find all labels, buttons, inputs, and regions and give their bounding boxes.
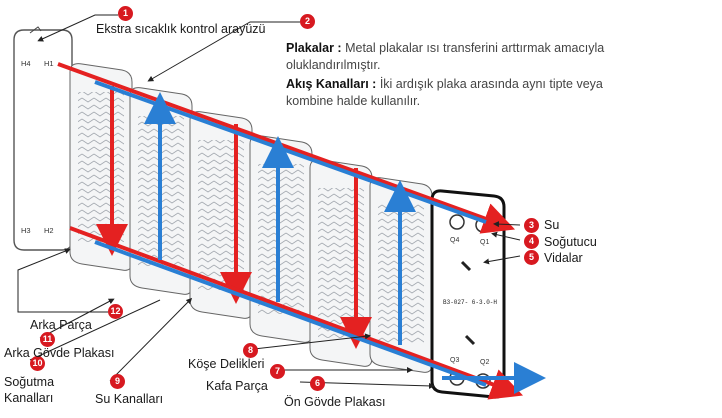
port-label-h2: H2: [44, 226, 54, 235]
callout-label-8: Köşe Delikleri: [188, 357, 265, 371]
port-label-q4: Q4: [450, 237, 459, 244]
plate-4: [249, 135, 313, 343]
port-label-q1: Q1: [480, 239, 489, 246]
callout-label-3: Su: [544, 218, 560, 232]
callout-label-12: Arka Parça: [30, 318, 92, 332]
screw-icon: [464, 334, 476, 346]
callout-badge-2: 2: [300, 14, 315, 29]
callout-badge-5: 5: [524, 250, 539, 265]
nameplate-text: B3-027- 6-3.0-H: [443, 299, 497, 306]
back-plate: H4 H1 H3 H2: [13, 26, 73, 251]
screw-icon: [460, 260, 472, 272]
callout-label-11: Arka Gövde Plakası: [4, 346, 115, 360]
port-label-q2: Q2: [480, 359, 489, 366]
callout-badge-12: 12: [108, 304, 123, 319]
port-label-h4: H4: [21, 59, 31, 68]
port-label-h3: H3: [21, 226, 31, 235]
callout-badge-7: 7: [270, 364, 285, 379]
channels-text: İki ardışık plaka arasında aynı tipte ve…: [286, 77, 603, 108]
sensor-icon: [29, 26, 42, 34]
callout-label-9: Su Kanalları: [95, 392, 164, 406]
callout-badge-4: 4: [524, 234, 539, 249]
port-label-h1: H1: [44, 59, 54, 68]
port-label-q3: Q3: [450, 357, 459, 364]
callout-label-1: Ekstra sıcaklık kontrol arayüzü: [96, 22, 266, 36]
callout-label-4: Soğutucu: [544, 235, 597, 249]
plate-1: [69, 63, 133, 271]
callout-label-5: Vidalar: [544, 251, 583, 265]
plates-description: Plakalar : Metal plakalar ısı transferin…: [286, 40, 616, 74]
channels-title: Akış Kanalları :: [286, 77, 377, 91]
callout-badge-1: 1: [118, 6, 133, 21]
callout-label-6: Ön Gövde Plakası: [284, 395, 386, 409]
plates-text: Metal plakalar ısı transferini arttırmak…: [286, 41, 605, 72]
leader-lines: [17, 14, 521, 389]
callout-badge-10: 10: [30, 356, 45, 371]
callout-badge-8: 8: [243, 343, 258, 358]
cold-flow: [94, 80, 546, 394]
callout-badge-3: 3: [524, 218, 539, 233]
plates-title: Plakalar :: [286, 41, 342, 55]
callout-badge-6: 6: [310, 376, 325, 391]
callout-badge-11: 11: [40, 332, 55, 347]
callout-label-7: Kafa Parça: [206, 379, 268, 393]
channels-description: Akış Kanalları : İki ardışık plaka arası…: [286, 76, 616, 110]
callout-badge-9: 9: [110, 374, 125, 389]
callout-label-10: Soğutma Kanalları: [4, 375, 55, 405]
